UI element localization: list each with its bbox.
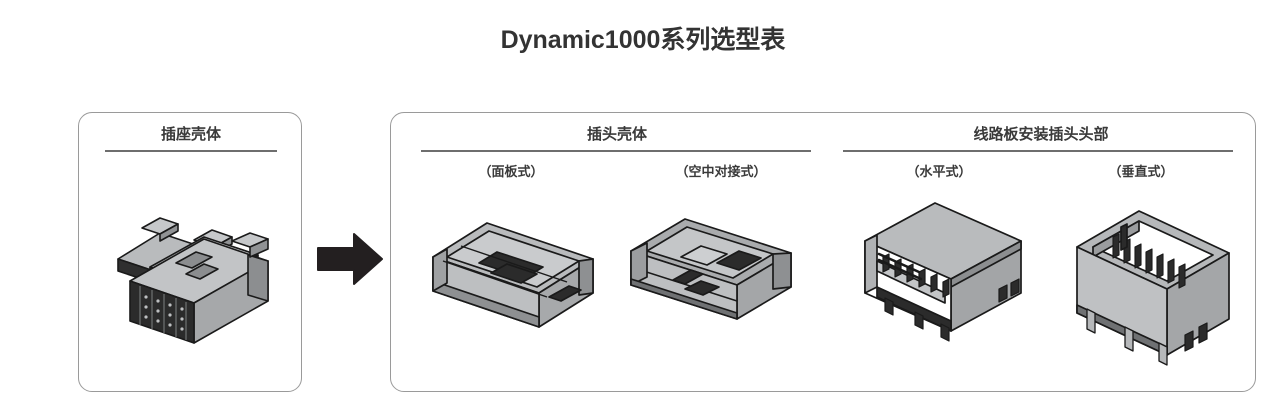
page-title: Dynamic1000系列选型表 [500,26,786,54]
connector-plug-housing-inline-icon [621,201,801,351]
arrow-right-icon [316,228,384,290]
plug-housing-section-title: 插头壳体 [586,126,647,143]
pcb-header-section-title: 线路板安装插头头部 [973,126,1109,143]
connector-socket-housing-icon [100,197,282,352]
pcb-header-horizontal-label: （水平式） [906,164,972,179]
plug-housing-panel-label: （面板式） [478,164,544,179]
socket-housing-card: 插座壳体 [78,112,302,392]
socket-section-divider [105,150,277,152]
plug-housing-section-divider [421,150,811,152]
socket-section-title: 插座壳体 [160,126,221,143]
pcb-header-vertical-icon [1063,197,1245,367]
plug-housing-inline-label: （空中对接式） [675,164,767,179]
pcb-header-horizontal-icon [849,197,1035,352]
pcb-header-section-divider [843,150,1233,152]
plug-and-header-card: 插头壳体 （面板式） （空中对接式） 线路板安装插头头部 （水平式） （垂直式） [390,112,1256,392]
connector-plug-housing-panel-icon [421,201,601,351]
pcb-header-vertical-label: （垂直式） [1108,164,1174,179]
